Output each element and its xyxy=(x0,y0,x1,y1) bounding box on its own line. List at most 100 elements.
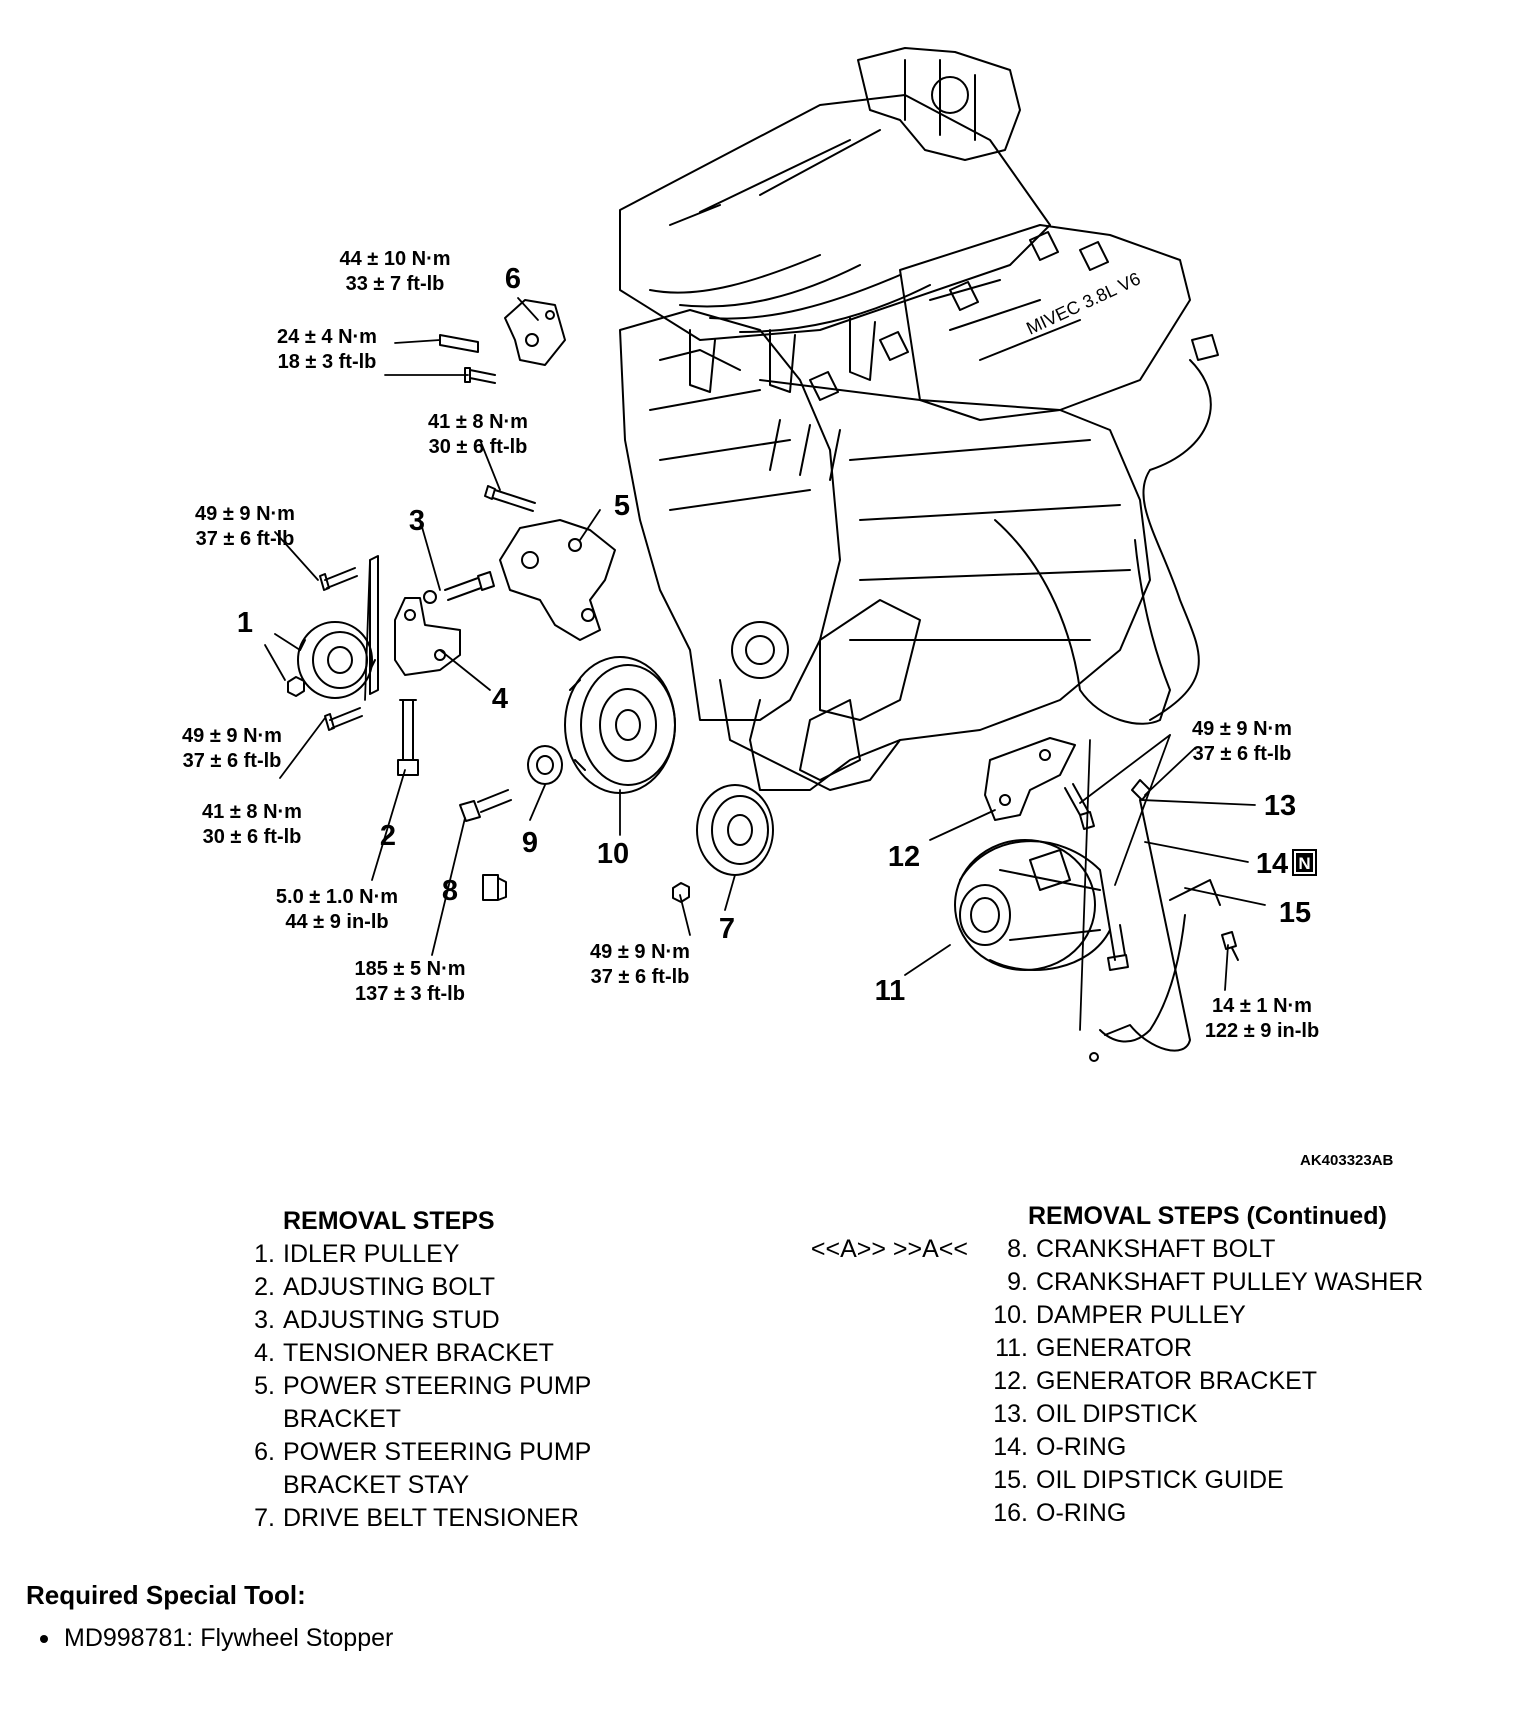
step-number: 5. xyxy=(254,1372,275,1400)
torque-6b-nm: 24 ± 4 N·m xyxy=(277,326,377,348)
callout-4: 4 xyxy=(492,683,508,715)
step-text: DAMPER PULLEY xyxy=(1036,1301,1246,1329)
callout-3: 3 xyxy=(409,505,425,537)
torque-8-nm: 185 ± 5 N·m xyxy=(354,958,465,980)
step-number: 16. xyxy=(993,1499,1028,1527)
step-text: ADJUSTING BOLT xyxy=(283,1273,496,1301)
torque-15-imp: 122 ± 9 in-lb xyxy=(1205,1020,1319,1042)
torque-4a-imp: 37 ± 6 ft-lb xyxy=(196,528,295,550)
new-part-mark: N xyxy=(1292,849,1317,876)
removal-steps-right: REMOVAL STEPS (Continued) <<A>> >>A<<8.C… xyxy=(811,1200,1423,1530)
torque-7-nm: 49 ± 9 N·m xyxy=(590,941,690,963)
removal-step: 7. DRIVE BELT TENSIONER xyxy=(220,1502,591,1535)
removal-steps-title: REMOVAL STEPS xyxy=(283,1207,495,1235)
removal-step: 16. O-RING xyxy=(973,1497,1423,1530)
step-number: 1. xyxy=(254,1240,275,1268)
part-13-15-oil-dipstick xyxy=(1089,779,1239,1062)
torque-6b-imp: 18 ± 3 ft-lb xyxy=(278,351,377,373)
part-10-damper-pulley xyxy=(564,656,676,794)
special-tool-item-text: MD998781: Flywheel Stopper xyxy=(64,1624,394,1652)
removal-step: 11. GENERATOR xyxy=(973,1332,1423,1365)
callout-numbers: 1 2 3 4 5 6 7 8 9 10 11 12 13 14 15 xyxy=(237,263,1311,1007)
callout-12: 12 xyxy=(888,841,920,873)
torque-6a-nm: 44 ± 10 N·m xyxy=(339,248,450,270)
removal-step: 9. CRANKSHAFT PULLEY WASHER xyxy=(973,1266,1423,1299)
step-text: DRIVE BELT TENSIONER xyxy=(283,1504,579,1532)
step-number: 12. xyxy=(993,1367,1028,1395)
callout-6: 6 xyxy=(505,263,521,295)
step-reference-marks: <<A>> >>A<< xyxy=(810,1235,968,1263)
part-6-bracket-stay xyxy=(439,299,566,384)
step-text: O-RING xyxy=(1036,1433,1127,1461)
special-tool-item: MD998781: Flywheel Stopper xyxy=(40,1624,393,1653)
removal-step: <<A>> >>A<< 8. CRANKSHAFT BOLT xyxy=(811,1233,1423,1266)
bolts-idler-area xyxy=(287,567,363,731)
step-text: TENSIONER BRACKET xyxy=(283,1339,554,1367)
step-number: 8. xyxy=(1007,1235,1028,1263)
removal-step: 3.ADJUSTING STUD xyxy=(220,1304,591,1337)
torque-labels: 44 ± 10 N·m 33 ± 7 ft-lb 24 ± 4 N·m 18 ±… xyxy=(182,248,1319,1042)
part-1-idler-pulley xyxy=(297,621,376,699)
callout-5: 5 xyxy=(614,490,630,522)
part-12-generator-bracket xyxy=(984,737,1095,830)
exploded-parts-diagram: MIVEC 3.8L V6 xyxy=(182,47,1319,1062)
removal-step: 2.ADJUSTING BOLT xyxy=(220,1271,591,1304)
torque-1-imp: 37 ± 6 ft-lb xyxy=(183,750,282,772)
svg-text:MIVEC 3.8L V6: MIVEC 3.8L V6 xyxy=(1023,268,1143,338)
torque-5-nm: 41 ± 8 N·m xyxy=(428,411,528,433)
step-number: 14. xyxy=(993,1433,1028,1461)
torque-4b-nm: 41 ± 8 N·m xyxy=(202,801,302,823)
part-9-crankshaft-washer xyxy=(527,745,563,785)
part-3-adjusting-stud xyxy=(423,571,495,604)
step-text: POWER STEERING PUMP BRACKET xyxy=(283,1372,592,1433)
torque-4a-nm: 49 ± 9 N·m xyxy=(195,503,295,525)
part-11-generator xyxy=(954,839,1129,971)
torque-15-nm: 14 ± 1 N·m xyxy=(1212,995,1312,1017)
callout-2: 2 xyxy=(380,820,396,852)
callout-11: 11 xyxy=(875,975,906,1007)
removal-step: 6. POWER STEERING PUMP BRACKET STAY xyxy=(220,1436,591,1502)
callout-9: 9 xyxy=(522,827,538,859)
callout-8: 8 xyxy=(442,875,458,907)
step-text: GENERATOR xyxy=(1036,1334,1193,1362)
removal-step: 15.OIL DIPSTICK GUIDE xyxy=(973,1464,1423,1497)
step-text: O-RING xyxy=(1036,1499,1127,1527)
step-number: 7. xyxy=(254,1504,275,1532)
step-number: 6. xyxy=(254,1438,275,1466)
torque-8-imp: 137 ± 3 ft-lb xyxy=(355,983,465,1005)
removal-step: 14. O-RING xyxy=(973,1431,1423,1464)
removal-step: 12. GENERATOR BRACKET xyxy=(973,1365,1423,1398)
step-text: OIL DIPSTICK xyxy=(1036,1400,1198,1428)
part-7-drive-belt-tensioner xyxy=(672,784,774,903)
step-number: 13. xyxy=(993,1400,1028,1428)
step-text: POWER STEERING PUMP BRACKET STAY xyxy=(283,1438,592,1499)
engine-block-drawing: MIVEC 3.8L V6 xyxy=(619,47,1219,791)
step-number: 9. xyxy=(1007,1268,1028,1296)
callout-13: 13 xyxy=(1264,790,1296,822)
step-number: 4. xyxy=(254,1339,275,1367)
step-text: GENERATOR BRACKET xyxy=(1036,1367,1318,1395)
torque-2-imp: 44 ± 9 in-lb xyxy=(285,911,388,933)
torque-12-nm: 49 ± 9 N·m xyxy=(1192,718,1292,740)
part-8-crankshaft-bolt xyxy=(459,789,512,901)
step-text: CRANKSHAFT BOLT xyxy=(1036,1235,1276,1263)
torque-2-nm: 5.0 ± 1.0 N·m xyxy=(276,886,398,908)
step-text: CRANKSHAFT PULLEY WASHER xyxy=(1036,1268,1424,1296)
torque-6a-imp: 33 ± 7 ft-lb xyxy=(346,273,445,295)
torque-12-imp: 37 ± 6 ft-lb xyxy=(1193,743,1292,765)
removal-step: 5. POWER STEERING PUMP BRACKET xyxy=(220,1370,591,1436)
torque-7-imp: 37 ± 6 ft-lb xyxy=(591,966,690,988)
new-part-mark-label: N xyxy=(1298,854,1310,873)
callout-14: 14 xyxy=(1256,848,1288,880)
step-text: ADJUSTING STUD xyxy=(283,1306,500,1334)
part-4-tensioner-bracket xyxy=(369,555,461,695)
removal-step: 10. DAMPER PULLEY xyxy=(973,1299,1423,1332)
part-5-ps-pump-bracket xyxy=(484,485,616,641)
step-number: 11. xyxy=(995,1334,1028,1362)
torque-5-imp: 30 ± 6 ft-lb xyxy=(429,436,528,458)
steps-list-right: <<A>> >>A<< 8. CRANKSHAFT BOLT 9. CRANKSHAFT… xyxy=(811,1233,1423,1530)
step-number: 10. xyxy=(993,1301,1028,1329)
callout-7: 7 xyxy=(719,913,735,945)
